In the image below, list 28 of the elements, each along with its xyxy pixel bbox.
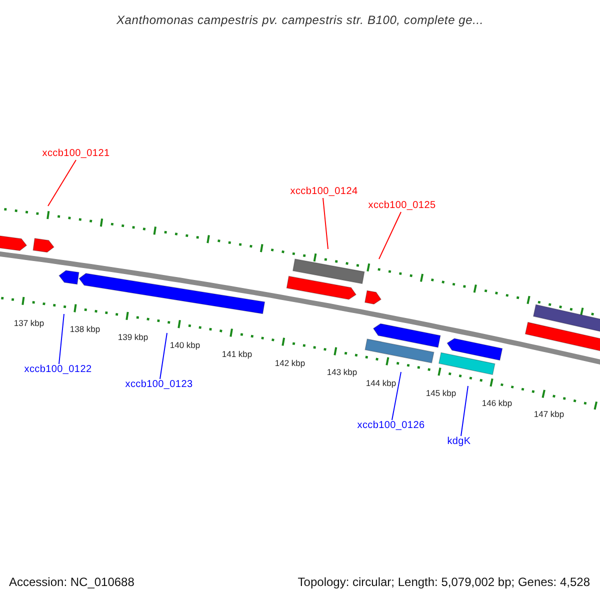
leader-line (48, 160, 76, 206)
gene-label: xccb100_0123 (125, 379, 193, 391)
leader-line (58, 314, 64, 364)
gene-label: xccb100_0125 (368, 200, 436, 212)
scale-label: 142 kbp (274, 358, 306, 368)
gene-label: kdgK (447, 436, 471, 448)
leader-line (160, 332, 168, 380)
scale-label: 140 kbp (170, 340, 200, 350)
scale-label: 146 kbp (482, 398, 512, 408)
scale-label: 144 kbp (366, 378, 396, 388)
gene-label: xccb100_0121 (42, 148, 110, 160)
scale-label: 141 kbp (222, 349, 252, 359)
footer-text: Accession: NC_010688 (9, 574, 134, 591)
leader-line (460, 386, 468, 436)
leader-line (378, 212, 402, 260)
scale-label: 143 kbp (326, 367, 358, 377)
leader-line (322, 198, 328, 250)
scale-label: 145 kbp (426, 388, 456, 398)
gene-label: xccb100_0124 (290, 186, 358, 198)
scale-label: 139 kbp (118, 332, 148, 342)
title: Xanthomonas campestris pv. campestris str. B100, complete ge... (115, 12, 485, 29)
leader-line (392, 372, 402, 420)
scale-label: 138 kbp (70, 324, 100, 334)
scale-label: 137 kbp (14, 318, 44, 328)
footer-text: Topology: circular; Length: 5,079,002 bp; Genes: 4,528 (298, 574, 590, 591)
scale-label: 147 kbp (534, 409, 564, 419)
gene-label: xccb100_0122 (24, 364, 92, 376)
gene-label: xccb100_0126 (357, 420, 425, 432)
